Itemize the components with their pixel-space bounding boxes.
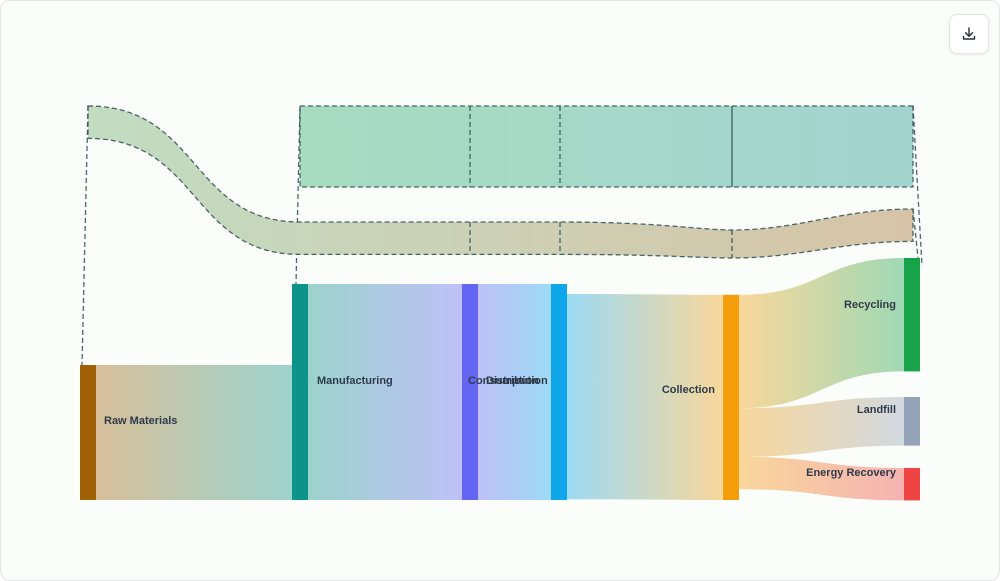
download-button[interactable] xyxy=(949,14,989,54)
node-label-land: Landfill xyxy=(857,404,896,416)
node-label-rec: Recycling xyxy=(844,299,896,311)
link-rec-mfg[interactable] xyxy=(299,105,914,188)
node-energy[interactable] xyxy=(904,468,920,501)
node-label-con: Consumption xyxy=(468,375,539,387)
download-icon xyxy=(962,27,976,40)
node-mfg[interactable] xyxy=(292,284,308,500)
link-col-rec[interactable] xyxy=(739,258,904,409)
link-raw-mfg[interactable] xyxy=(96,365,292,500)
node-rec[interactable] xyxy=(904,258,920,372)
node-label-col: Collection xyxy=(662,384,715,396)
node-label-raw: Raw Materials xyxy=(104,415,177,427)
node-col[interactable] xyxy=(723,294,739,500)
node-label-dist: Distribution xyxy=(486,375,548,387)
node-label-mfg: Manufacturing xyxy=(317,375,393,387)
node-con[interactable] xyxy=(462,284,478,500)
node-land[interactable] xyxy=(904,397,920,446)
nodes-layer xyxy=(80,258,920,501)
link-rec-raw[interactable] xyxy=(87,105,914,259)
link-rec-mfg-outline xyxy=(295,105,923,285)
labels-layer: Raw Materials Manufacturing ConsumptionDis… xyxy=(104,299,897,479)
link-rec-raw-outline xyxy=(81,105,919,366)
links-layer xyxy=(81,105,923,501)
link-dist-col[interactable] xyxy=(567,294,723,500)
link-col-energy[interactable] xyxy=(739,456,904,501)
node-dist[interactable] xyxy=(551,284,567,500)
node-label-energy: Energy Recovery xyxy=(806,467,897,479)
link-mfg-con[interactable] xyxy=(308,284,462,500)
link-col-land[interactable] xyxy=(739,397,904,457)
node-raw[interactable] xyxy=(80,365,96,500)
link-con-dist[interactable] xyxy=(478,284,551,500)
